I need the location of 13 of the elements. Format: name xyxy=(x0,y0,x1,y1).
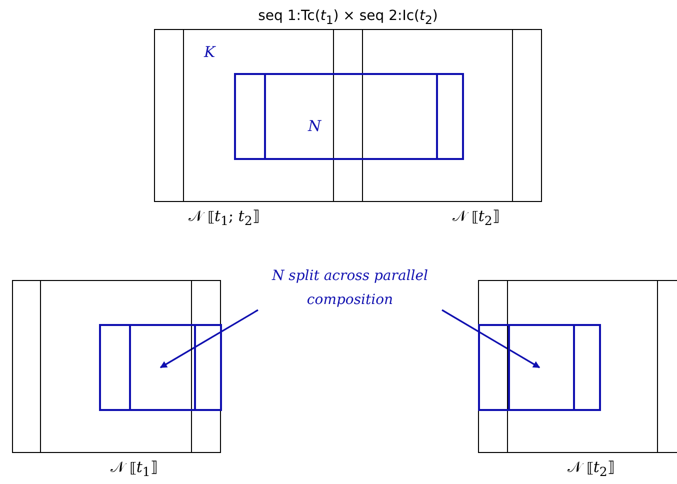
semantics-label: 𝒩 ⟦t$_{2}$⟧ xyxy=(452,209,500,228)
semantics-label: 𝒩 ⟦t$_{2}$⟧ xyxy=(568,460,614,478)
semantics-label: 𝒩 ⟦t$_{1}$; t$_{2}$⟧ xyxy=(188,209,260,228)
inner-process-box xyxy=(99,324,222,411)
semantics-label: 𝒩 ⟦t$_{1}$⟧ xyxy=(110,460,158,478)
inner-process-box xyxy=(234,73,464,160)
inner-process-box xyxy=(478,324,601,411)
arrow xyxy=(442,309,540,368)
box-label: N xyxy=(308,119,322,134)
diagram-title: seq 1:Tc(t$_{1}$) × seq 2:Ic(t$_{2}$) xyxy=(258,8,438,27)
arrow xyxy=(160,309,258,368)
annotation-text: N split across parallel composition xyxy=(252,264,448,310)
box-label: K xyxy=(204,45,216,60)
